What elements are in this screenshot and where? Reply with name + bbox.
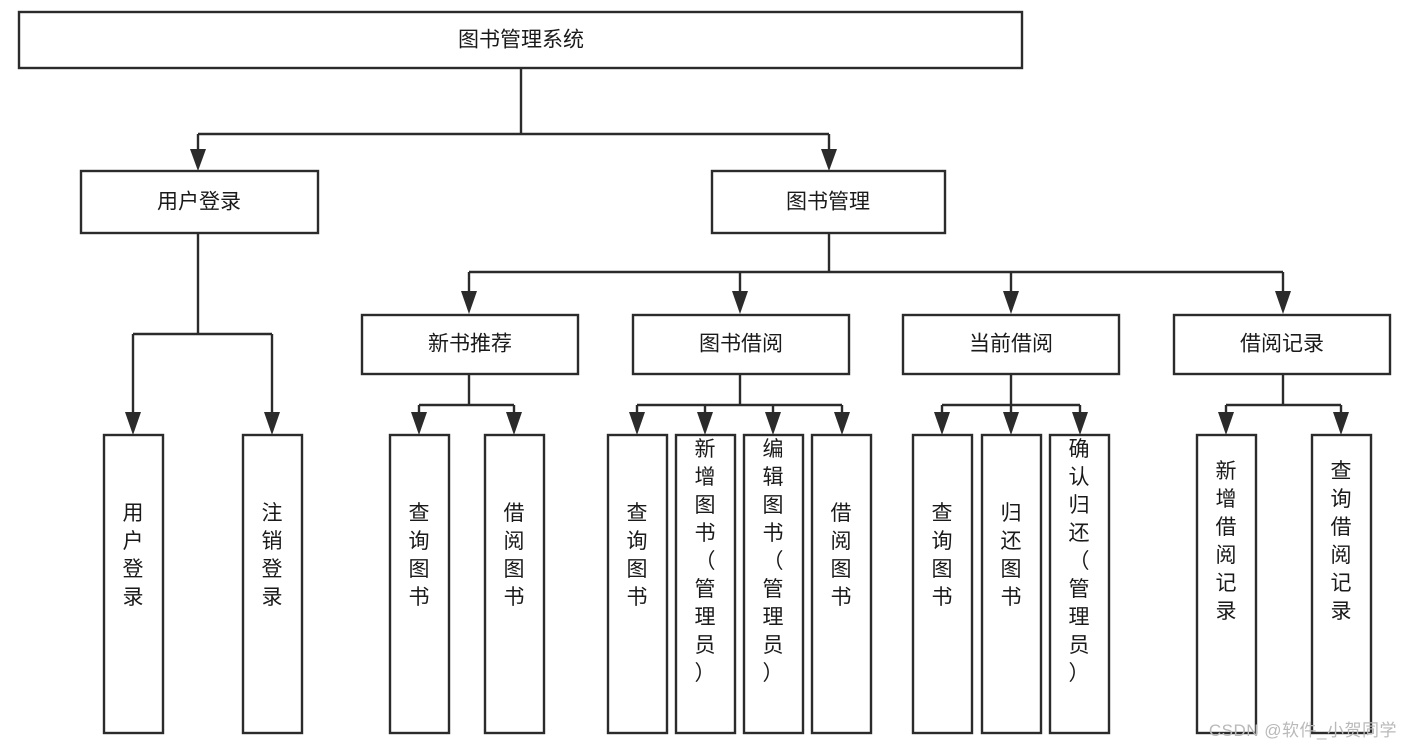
arrow-bookmanage-to-g2 [732,291,748,314]
node-label: 查询图书 [627,502,648,609]
arrow-userlogin-to-leaf1 [125,412,141,435]
arrow-current-to-leaf3 [1072,412,1088,435]
node-rect [360,313,580,376]
node-label: 借阅图书 [831,502,852,609]
node-label: 借阅记录 [1240,333,1324,356]
node-label: 图书管理系统 [458,29,584,52]
node-rect [17,10,1024,70]
node-leaf-book-borrow-1[interactable]: 查询图书 [606,433,669,735]
node-leaf-current-borrow-2[interactable]: 归还图书 [980,433,1043,735]
arrow-borrow-to-leaf1 [629,412,645,435]
node-rect [102,433,165,735]
node-root-book-management-system[interactable]: 图书管理系统 [17,10,1024,70]
arrow-userlogin-to-leaf2 [264,412,280,435]
node-label: 当前借阅 [969,333,1053,356]
arrow-newbook-to-leaf1 [411,412,427,435]
arrow-record-to-leaf1 [1218,412,1234,435]
node-rect [742,433,805,735]
node-label: 查询借阅记录 [1331,460,1352,623]
node-rect [710,169,947,235]
arrow-borrow-to-leaf4 [834,412,850,435]
arrow-current-to-leaf1 [934,412,950,435]
node-label: 新增图书（管理员） [695,438,716,685]
node-rect [901,313,1121,376]
edges-layer [125,68,1349,435]
node-rect [241,433,304,735]
arrow-newbook-to-leaf2 [506,412,522,435]
arrow-bookmanage-to-g3 [1003,291,1019,314]
node-rect [1048,433,1111,735]
node-label: 查询图书 [409,502,430,609]
arrow-borrow-to-leaf3 [765,412,781,435]
node-leaf-book-borrow-4[interactable]: 借阅图书 [810,433,873,735]
node-rect [674,433,737,735]
node-label: 用户登录 [157,191,241,214]
node-rect [483,433,546,735]
node-label: 图书管理 [786,191,870,214]
arrow-record-to-leaf2 [1333,412,1349,435]
arrow-bookmanage-to-g4 [1275,291,1291,314]
node-book-management[interactable]: 图书管理 [710,169,947,235]
node-rect [1195,433,1258,735]
arrow-root-to-user-login [190,149,206,171]
node-rect [631,313,851,376]
node-leaf-book-borrow-2[interactable]: 新增图书（管理员） [674,433,737,735]
arrow-current-to-leaf2 [1003,412,1019,435]
node-rect [1310,433,1373,735]
node-leaf-borrow-record-2[interactable]: 查询借阅记录 [1310,433,1373,735]
node-label: 新书推荐 [428,333,512,356]
node-label: 注销登录 [262,502,283,609]
node-new-book-recommend[interactable]: 新书推荐 [360,313,580,376]
node-rect [1172,313,1392,376]
node-rect [810,433,873,735]
node-rect [980,433,1043,735]
node-rect [79,169,320,235]
node-label: 查询图书 [932,502,953,609]
node-book-borrow[interactable]: 图书借阅 [631,313,851,376]
arrow-bookmanage-to-g1 [461,291,477,314]
node-leaf-current-borrow-1[interactable]: 查询图书 [911,433,974,735]
node-leaf-current-borrow-3[interactable]: 确认归还（管理员） [1048,433,1111,735]
node-rect [388,433,451,735]
node-label: 新增借阅记录 [1216,460,1237,623]
node-leaf-borrow-record-1[interactable]: 新增借阅记录 [1195,433,1258,735]
node-label: 用户登录 [123,502,144,609]
node-label: 归还图书 [1001,502,1022,609]
node-leaf-new-book-1[interactable]: 查询图书 [388,433,451,735]
node-current-borrow[interactable]: 当前借阅 [901,313,1121,376]
node-leaf-user-login-2[interactable]: 注销登录 [241,433,304,735]
node-label: 图书借阅 [699,333,783,356]
node-rect [911,433,974,735]
node-rect [606,433,669,735]
node-leaf-user-login-1[interactable]: 用户登录 [102,433,165,735]
arrow-borrow-to-leaf2 [697,412,713,435]
node-label: 确认归还（管理员） [1069,438,1090,685]
csdn-watermark: CSDN @软件_小贺同学 [1208,721,1397,740]
node-leaf-book-borrow-3[interactable]: 编辑图书（管理员） [742,433,805,735]
arrow-root-to-book-manage [821,149,837,171]
node-borrow-record[interactable]: 借阅记录 [1172,313,1392,376]
node-label: 编辑图书（管理员） [763,438,784,685]
node-leaf-new-book-2[interactable]: 借阅图书 [483,433,546,735]
node-label: 借阅图书 [504,502,525,609]
node-user-login[interactable]: 用户登录 [79,169,320,235]
